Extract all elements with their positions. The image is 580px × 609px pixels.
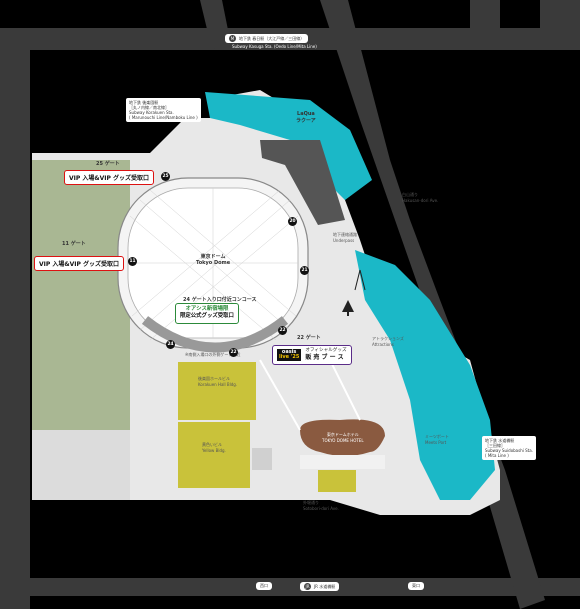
west-exit-jp: 西口	[260, 583, 268, 588]
gate-25-label: 25 ゲート	[96, 161, 120, 167]
subway-icon: M	[229, 35, 236, 42]
gate-11-label: 11 ゲート	[62, 241, 86, 247]
street-top-en: Subway Kasuga Sta. (Oedo Line/Mita Line)	[232, 44, 317, 49]
gate-number-25: 25	[161, 172, 170, 181]
gate-22-label: 22 ゲート	[297, 335, 321, 341]
oasis-callout-line1: オアシス新宿場限	[185, 306, 229, 312]
gate-number-20: 20	[288, 217, 297, 226]
tokyo-dome	[117, 177, 309, 353]
street-top: M 地下鉄 春日駅（大江戸線／三田線）	[225, 34, 309, 43]
concourse-label: 24 ゲート入り口付近コンコース	[183, 297, 257, 303]
attractions-zone	[355, 250, 495, 500]
jr-suidobashi-jp: JR 水道橋駅	[314, 583, 336, 589]
korakuen-hall-bldg	[178, 362, 256, 420]
suidobashi-subway-station: 地下鉄 水道橋駅 ［三田線］ Subway Suidobashi Sta. ( …	[482, 436, 536, 460]
gate-number-21: 21	[300, 266, 309, 275]
vip-callout-gate-11: VIP 入場&VIP グッズ受取口	[34, 256, 124, 271]
east-exit-jp: 東口	[412, 583, 420, 588]
street-top-jp: 地下鉄 春日駅（大江戸線／三田線）	[239, 35, 305, 41]
rail-icon: JR	[304, 583, 311, 590]
tower-icon	[354, 269, 366, 291]
green-field	[32, 160, 130, 430]
oasis-logo: oasis live '25	[277, 348, 302, 362]
gate-number-24: 24	[166, 340, 175, 349]
yellow-bldg	[178, 422, 250, 488]
gate-number-22: 22	[278, 326, 287, 335]
street-bottom-right: 東口	[408, 582, 424, 590]
concourse-note: ※南側入場口の外側ゲート付近	[185, 352, 241, 357]
oasis-merch-callout: オアシス新宿場限 限定公式グッズ受取口	[175, 303, 239, 324]
street-bottom-center: JR JR 水道橋駅	[300, 582, 340, 591]
gate-number-11: 11	[128, 257, 137, 266]
tree-icon	[342, 300, 354, 316]
tokyo-dome-hotel-shape	[300, 419, 385, 456]
vip-callout-gate-25: VIP 入場&VIP グッズ受取口	[64, 170, 154, 185]
oasis-callout-line2: 限定公式グッズ受取口	[180, 313, 234, 320]
street-bottom-left: 西口	[256, 582, 272, 590]
gate-number-22b: 22	[229, 348, 238, 357]
merch-booth-callout: oasis live '25 オフィシャルグッズ 販 売 ブ ー ス	[272, 345, 352, 366]
merch-booth-text: オフィシャルグッズ 販 売 ブ ー ス	[305, 348, 347, 362]
korakuen-station: 地下鉄 後楽園駅 ［丸ノ内線／南北線］ Subway Korakuen Sta.…	[126, 98, 201, 122]
